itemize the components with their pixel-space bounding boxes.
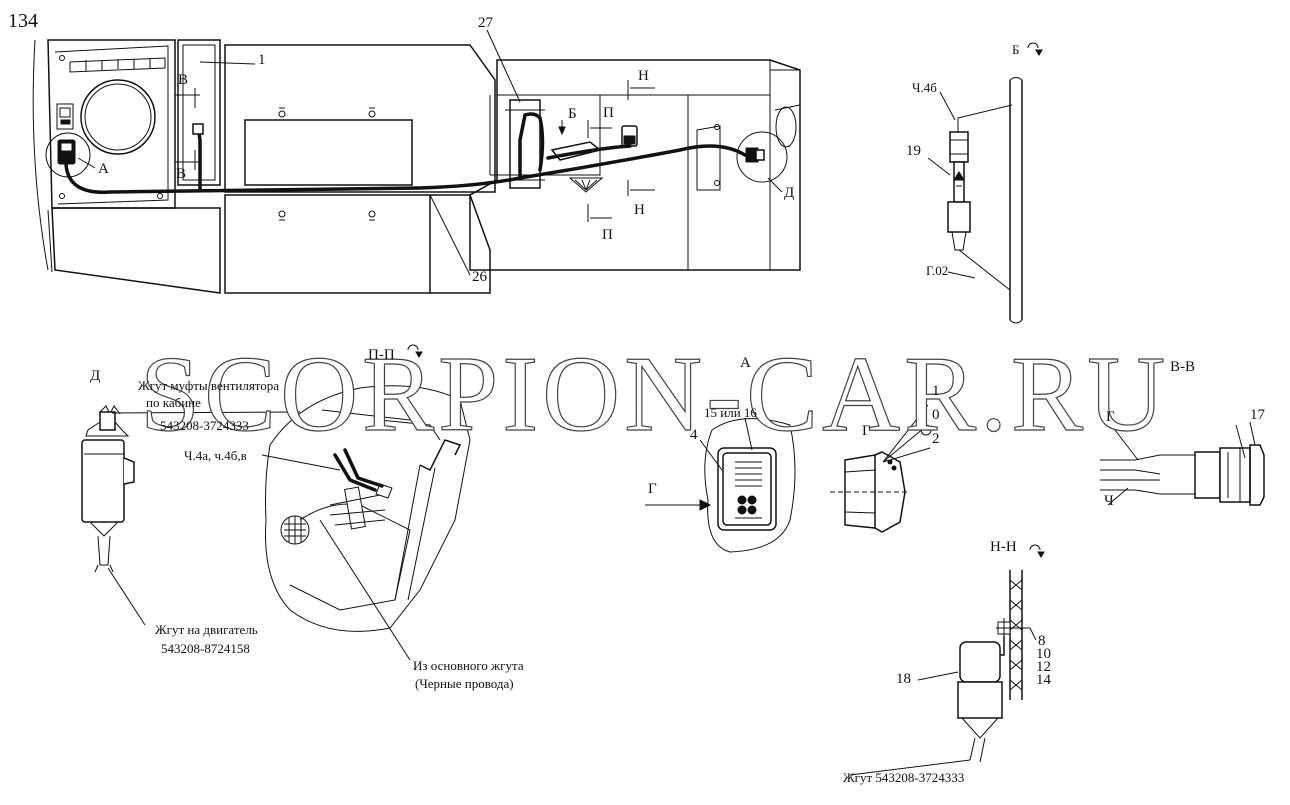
view-pp-title: П-П [368, 347, 395, 363]
detail-d-fan-harness-line1: Жгут муфты вентилятора [138, 378, 280, 393]
callout-12: 12 [1036, 659, 1051, 675]
main-view [32, 29, 801, 294]
callout-18: 18 [896, 671, 911, 687]
detail-vv-wire-ch: Ч [1104, 493, 1114, 509]
detail-a-arrow-label: Г [648, 481, 657, 497]
detail-a-view [645, 417, 796, 553]
detail-vv-view [1100, 421, 1265, 506]
view-d-title: Д [90, 368, 101, 384]
watermark-text: SCORPION-CAR.RU [139, 334, 1170, 454]
detail-b-view [927, 42, 1043, 324]
detail-g-view [830, 404, 932, 533]
view-a-title: А [740, 355, 751, 371]
section-mark-p-bottom: П [602, 227, 613, 243]
section-mark-d: Д [784, 185, 795, 201]
section-mark-n-top: Н [638, 68, 649, 84]
detail-d-engine-harness-code: 543208-8724158 [161, 641, 250, 656]
detail-d-engine-harness-line1: Жгут на двигатель [155, 622, 258, 637]
detail-d-fan-harness-line2: по кабине [146, 395, 201, 410]
section-mark-a: А [98, 161, 109, 177]
detail-pp-from-main-line2: (Черные провода) [415, 676, 514, 691]
view-b-title: Б [1012, 42, 1020, 57]
view-g-title: Г [862, 423, 871, 439]
detail-pp-wires: Ч.4а, ч.4б,в [184, 448, 247, 463]
detail-nn-harness: Жгут 543208-3724333 [843, 770, 965, 785]
section-mark-n-bottom: Н [634, 202, 645, 218]
callout-1: 1 [258, 52, 266, 68]
detail-nn-view [849, 544, 1045, 776]
detail-g-pos-0: 0 [932, 407, 940, 423]
detail-b-top-wire: Ч.4б [912, 80, 937, 95]
section-mark-p-top: П [603, 105, 614, 121]
view-vv-title: В-В [1170, 359, 1196, 375]
detail-d-view [81, 405, 301, 626]
detail-g-pos-2: 2 [932, 431, 940, 447]
callout-26: 26 [472, 269, 487, 285]
detail-d-fan-harness-code: 543208-3724333 [160, 418, 249, 433]
detail-b-bottom-wire: Г.02 [926, 263, 949, 278]
detail-pp-from-main-line1: Из основного жгута [413, 658, 524, 673]
callout-10: 10 [1036, 646, 1051, 662]
callout-14: 14 [1036, 672, 1051, 688]
callout-17: 17 [1250, 407, 1265, 423]
detail-vv-wire-g: Г [1106, 409, 1115, 425]
view-nn-title: Н-Н [990, 539, 1017, 555]
detail-g-pos-1: 1 [932, 383, 940, 399]
callout-8: 8 [1038, 633, 1046, 649]
callout-27: 27 [478, 15, 493, 31]
callout-4: 4 [690, 427, 698, 443]
callout-19: 19 [906, 143, 921, 159]
callout-15-or-16: 15 или 16 [704, 405, 757, 420]
section-mark-v-bottom: В [176, 166, 187, 182]
detail-pp-view [261, 344, 471, 661]
section-mark-v-top: В [178, 72, 189, 88]
section-mark-b: Б [568, 106, 577, 122]
page-number: 134 [8, 10, 38, 32]
